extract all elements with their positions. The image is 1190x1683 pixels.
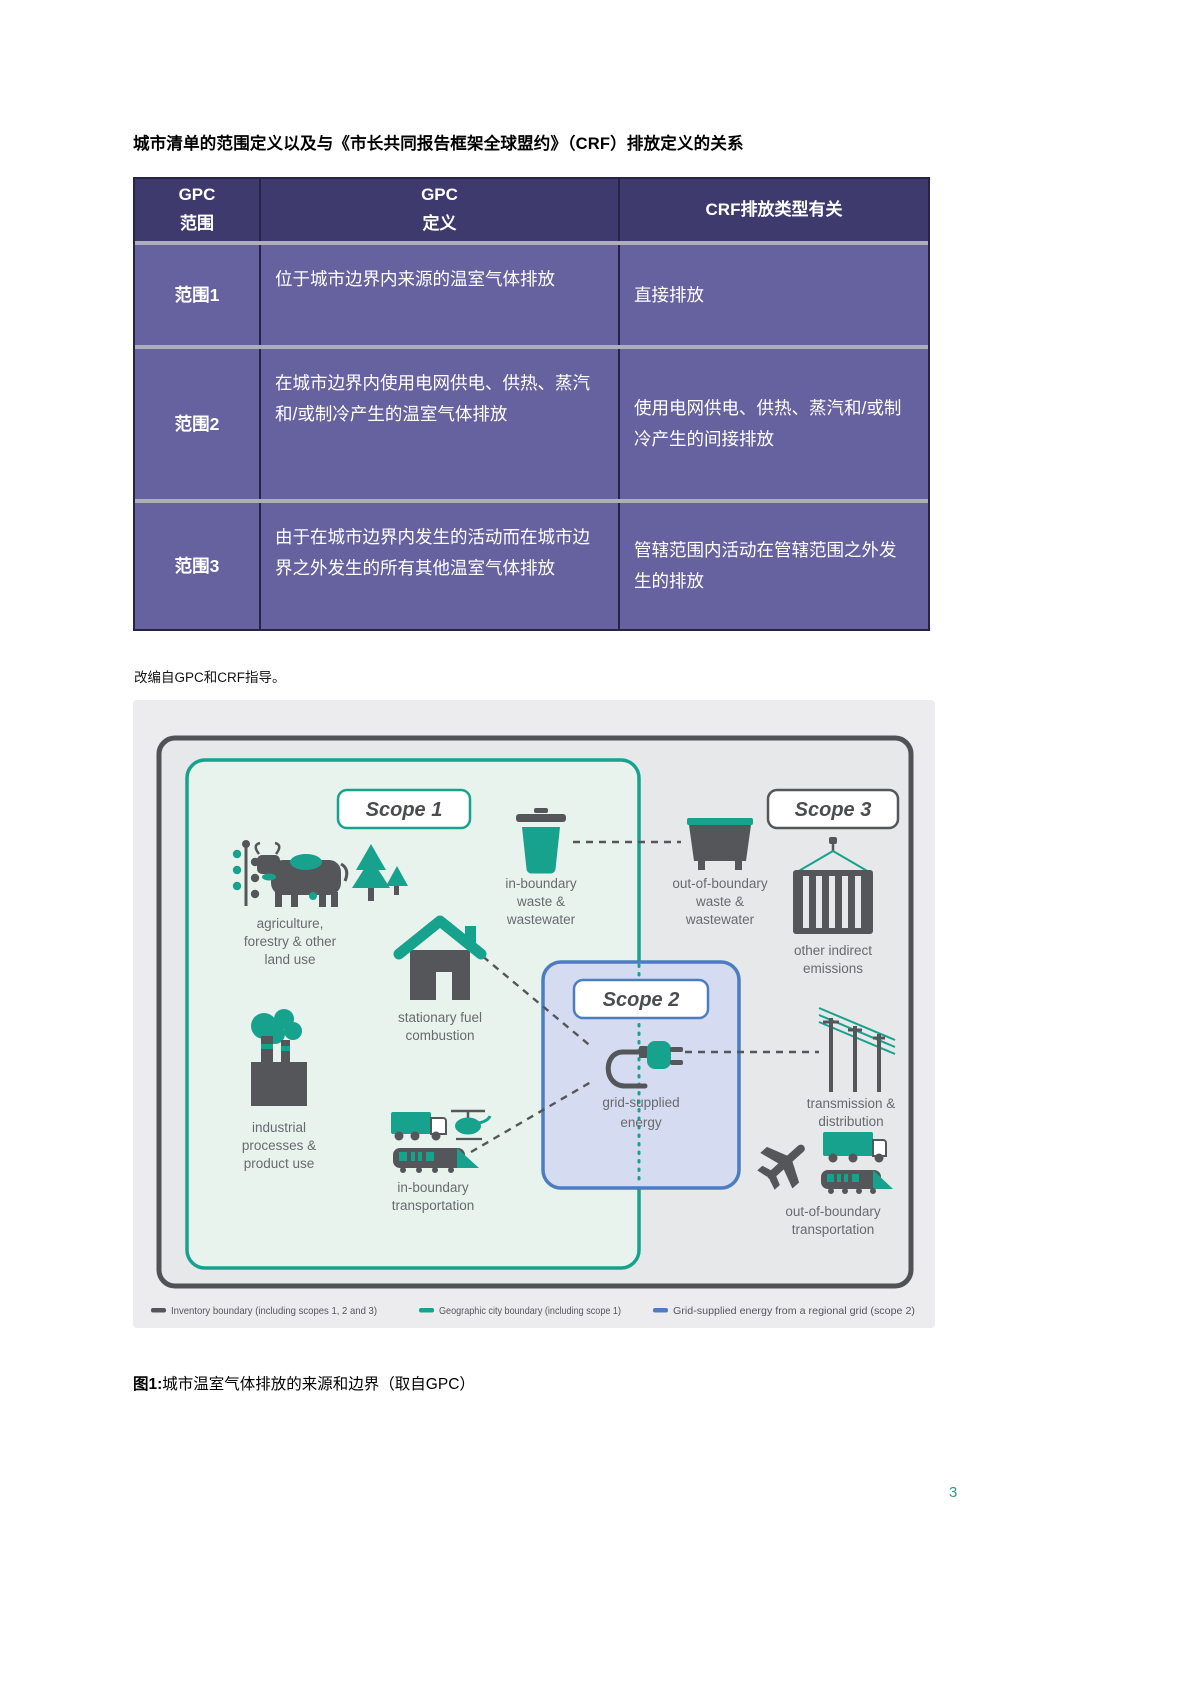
- factory-icon: [251, 1009, 307, 1106]
- scope2-label: 范围2: [174, 413, 220, 434]
- scope1-definition: 位于城市边界内来源的温室气体排放: [259, 245, 618, 345]
- svg-text:emissions: emissions: [803, 961, 863, 976]
- header-gpc-scope: GPC 范围: [178, 185, 216, 233]
- tree-icon: [352, 844, 408, 901]
- scope1-crf: 直接排放: [618, 245, 928, 345]
- legend-city: Geographic city boundary (including scop…: [439, 1305, 621, 1317]
- plug-icon: [605, 1041, 683, 1089]
- svg-text:energy: energy: [620, 1115, 662, 1130]
- figure-caption-prefix: 图1:: [133, 1376, 163, 1393]
- gpc-crf-table: GPC 范围 GPC 定义 CRF排放类型有关 范围1 位于城市边界内来源的温室…: [133, 177, 930, 631]
- scope1-badge: Scope 1: [336, 788, 472, 830]
- scope3-crf: 管辖范围内活动在管辖范围之外发生的排放: [618, 503, 928, 629]
- agriculture-label: agriculture,: [257, 916, 324, 931]
- figure-labels: agriculture, forestry & other land use i…: [242, 876, 895, 1237]
- out-transport-label: out-of-boundary: [785, 1204, 881, 1219]
- trash-can-icon: [516, 808, 566, 874]
- svg-text:Scope 3: Scope 3: [795, 799, 872, 821]
- plane-icon: [757, 1144, 805, 1190]
- svg-text:transportation: transportation: [792, 1222, 875, 1237]
- svg-text:forestry & other: forestry & other: [244, 934, 337, 949]
- dumpster-icon: [687, 818, 753, 870]
- transmission-lines-icon: [818, 1007, 896, 1092]
- page-title: 城市清单的范围定义以及与《市长共同报告框架全球盟约》（CRF）排放定义的关系: [133, 135, 744, 153]
- in-transport-label: in-boundary: [397, 1180, 469, 1195]
- table-row-scope3: 范围3 由于在城市边界内发生的活动而在城市边界之外发生的所有其他温室气体排放 管…: [135, 503, 928, 629]
- scope2-definition: 在城市边界内使用电网供电、供热、蒸汽和/或制冷产生的温室气体排放: [259, 349, 618, 499]
- svg-text:product use: product use: [244, 1156, 315, 1171]
- transmission-label: transmission &: [807, 1096, 896, 1111]
- stationary-label: stationary fuel: [398, 1010, 482, 1025]
- scope2-badge: Scope 2: [572, 978, 710, 1020]
- agriculture-icon: [232, 840, 408, 907]
- figure-caption: 图1:城市温室气体排放的来源和边界（取自GPC）: [133, 1372, 475, 1394]
- figure-legend: Inventory boundary (including scopes 1, …: [151, 1305, 915, 1317]
- svg-text:land use: land use: [264, 952, 315, 967]
- table-source-note: 改编自GPC和CRF指导。: [134, 670, 286, 685]
- svg-text:waste &: waste &: [516, 894, 565, 909]
- svg-text:transportation: transportation: [392, 1198, 475, 1213]
- svg-text:combustion: combustion: [405, 1028, 474, 1043]
- grid-label: grid-supplied: [602, 1095, 679, 1110]
- scope1-label: 范围1: [174, 284, 220, 305]
- svg-text:Scope 2: Scope 2: [603, 989, 680, 1011]
- header-crf-type: CRF排放类型有关: [618, 179, 928, 241]
- connector-transport-grid: [470, 1080, 592, 1154]
- page-number: 3: [949, 1484, 958, 1501]
- out-boundary-transport-icon: [757, 1132, 893, 1194]
- scope2-crf: 使用电网供电、供热、蒸汽和/或制冷产生的间接排放: [618, 349, 928, 499]
- scope3-label: 范围3: [174, 555, 220, 576]
- legend-swatch-grid: [653, 1308, 668, 1313]
- scope3-definition: 由于在城市边界内发生的活动而在城市边界之外发生的所有其他温室气体排放: [259, 503, 618, 629]
- svg-text:processes &: processes &: [242, 1138, 316, 1153]
- legend-grid: Grid-supplied energy from a regional gri…: [673, 1305, 915, 1317]
- legend-swatch-city: [419, 1308, 434, 1313]
- table-row-scope2: 范围2 在城市边界内使用电网供电、供热、蒸汽和/或制冷产生的温室气体排放 使用电…: [135, 349, 928, 499]
- svg-text:wastewater: wastewater: [506, 912, 576, 927]
- legend-inventory: Inventory boundary (including scopes 1, …: [171, 1305, 377, 1317]
- svg-text:distribution: distribution: [818, 1114, 883, 1129]
- out-waste-label: out-of-boundary: [672, 876, 768, 891]
- table-row-scope1: 范围1 位于城市边界内来源的温室气体排放 直接排放: [135, 245, 928, 345]
- svg-text:waste &: waste &: [695, 894, 744, 909]
- figure-1: Scope 1 Scope 3 Scope 2 agriculture, for…: [133, 700, 935, 1330]
- svg-text:wastewater: wastewater: [685, 912, 755, 927]
- svg-text:Scope 1: Scope 1: [366, 799, 443, 821]
- house-icon: [393, 915, 487, 1000]
- header-gpc-definition: GPC 定义: [259, 179, 618, 241]
- industrial-label: industrial: [252, 1120, 306, 1135]
- cow-icon: [254, 841, 349, 907]
- in-waste-label: in-boundary: [505, 876, 577, 891]
- legend-swatch-inventory: [151, 1308, 166, 1313]
- ghg-scopes-diagram: Scope 1 Scope 3 Scope 2 agriculture, for…: [133, 700, 935, 1328]
- container-crane-icon: [793, 837, 873, 934]
- scope3-badge: Scope 3: [766, 788, 900, 830]
- figure-caption-text: 城市温室气体排放的来源和边界（取自GPC）: [162, 1376, 475, 1393]
- in-boundary-transport-icon: [391, 1109, 492, 1173]
- table-header-row: GPC 范围 GPC 定义 CRF排放类型有关: [135, 179, 928, 241]
- other-indirect-label: other indirect: [794, 943, 872, 958]
